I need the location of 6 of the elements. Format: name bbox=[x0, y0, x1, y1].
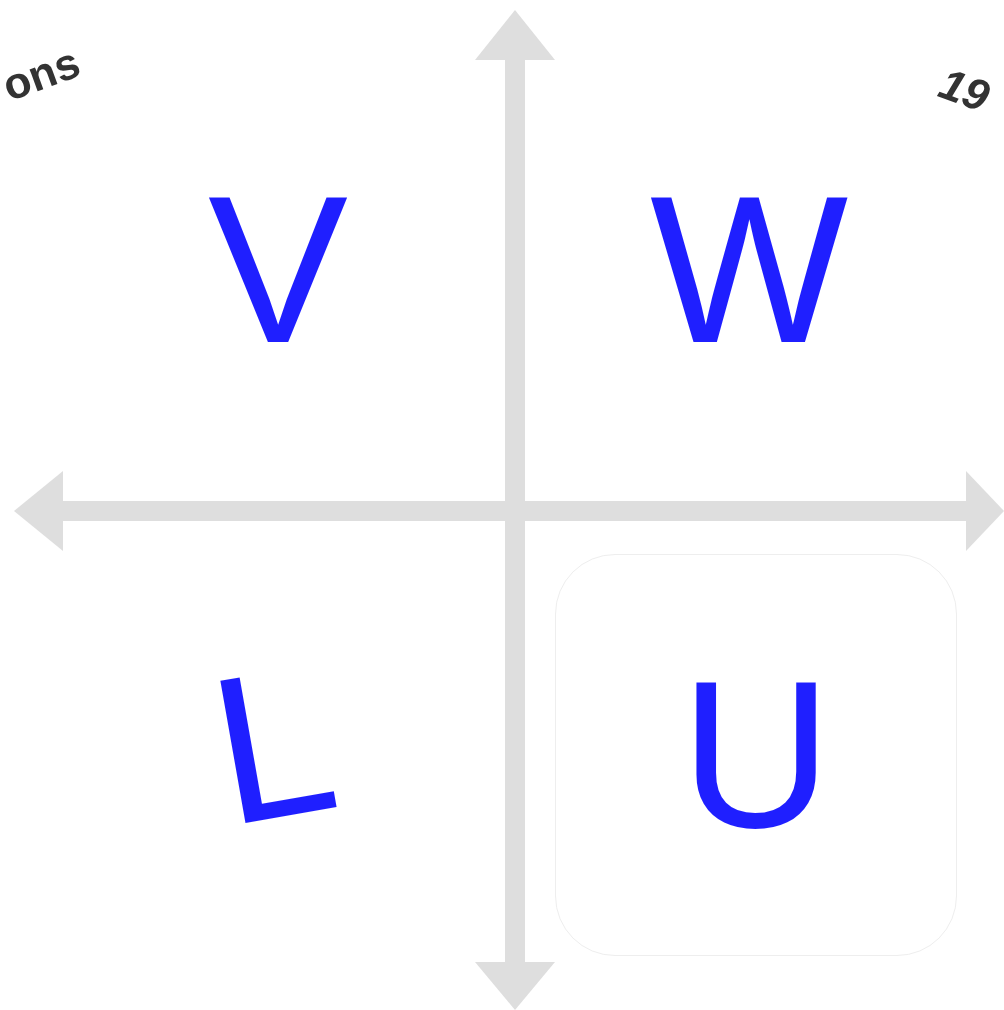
quadrant-letter: V bbox=[208, 165, 349, 375]
rounded-box: U bbox=[555, 554, 957, 956]
quadrant-letter: W bbox=[650, 165, 849, 375]
quadrant-letter: L bbox=[197, 631, 350, 859]
axis-title: ons bbox=[0, 39, 86, 109]
axis-title: 19 bbox=[933, 60, 995, 120]
